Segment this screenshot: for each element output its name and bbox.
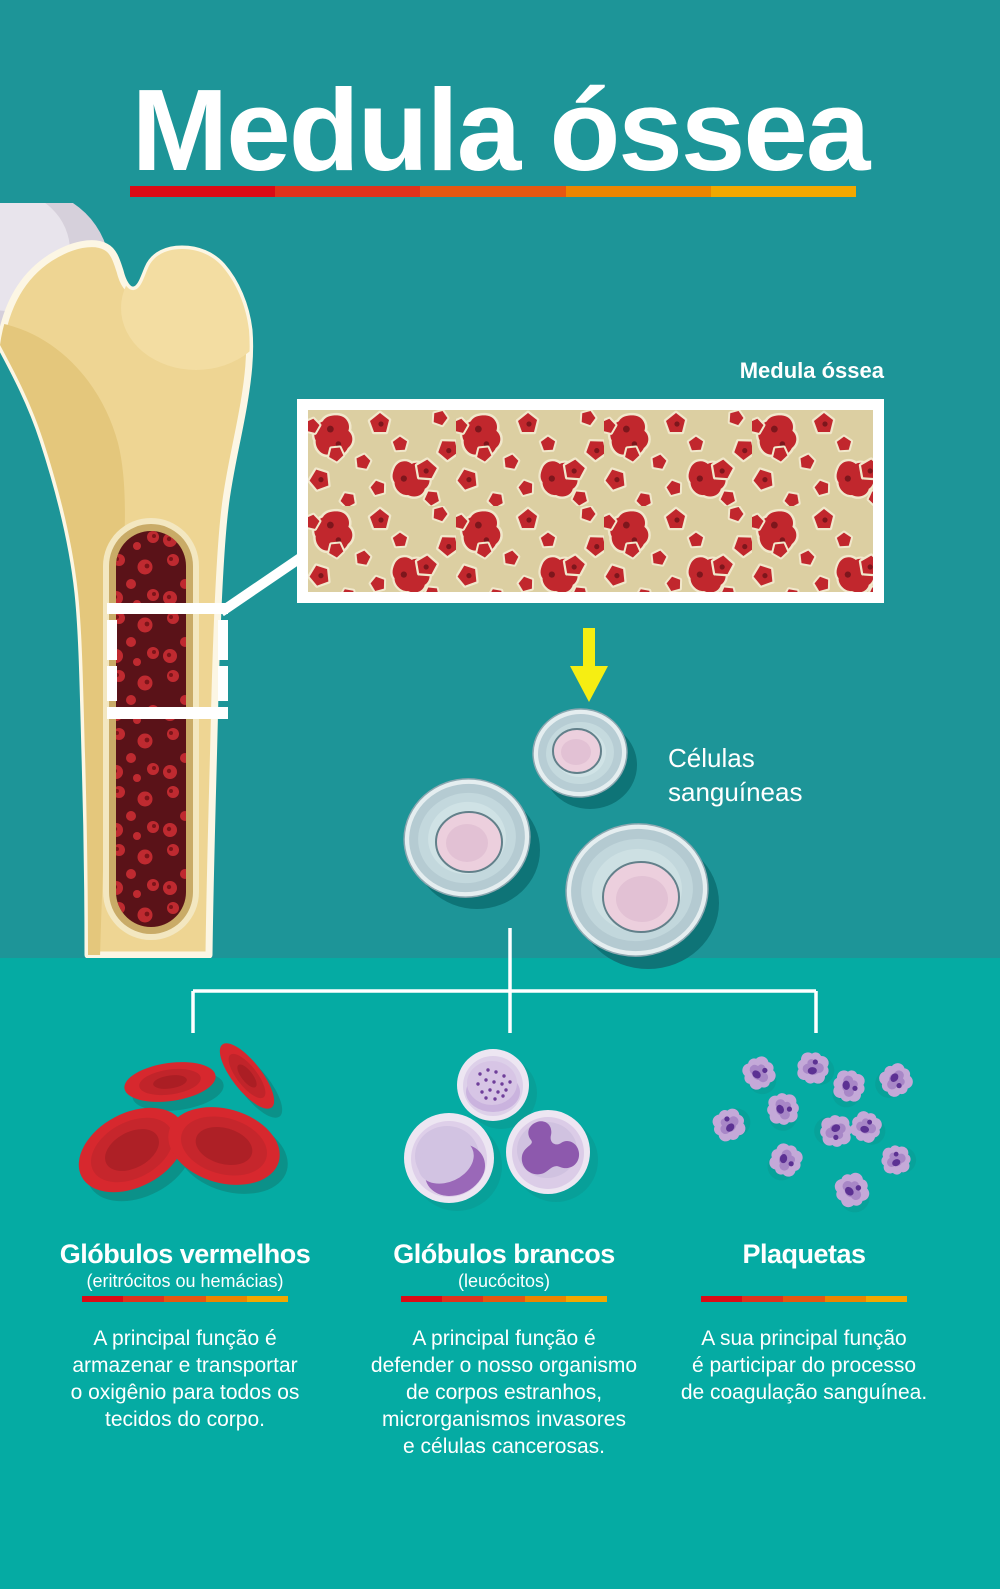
white-blood-cells-illustration xyxy=(404,1049,598,1211)
subheading-leucocitos: (leucócitos) xyxy=(457,1271,551,1291)
heading-globulos-vermelhos: Glóbulos vermelhos xyxy=(59,1239,311,1269)
marrow-texture xyxy=(308,410,873,592)
marrow-selection-marquee xyxy=(107,603,228,719)
title-accent-bar xyxy=(130,186,856,197)
femur-bone-illustration xyxy=(0,203,310,958)
red-cells-description: A principal função é armazenar e transpo… xyxy=(70,1327,300,1431)
marrow-panel-label: Medula óssea xyxy=(739,358,884,383)
platelets-description: A sua principal função é participar do p… xyxy=(680,1327,928,1404)
leukocyte-speckled xyxy=(457,1049,529,1121)
red-blood-cells-illustration xyxy=(78,1043,288,1202)
blood-cells-label: Células sanguíneas xyxy=(668,743,803,807)
platelets-accent-bar xyxy=(701,1296,907,1302)
subheading-eritrocitos: (eritrócitos ou hemácias) xyxy=(86,1271,284,1291)
heading-globulos-brancos: Glóbulos brancos xyxy=(393,1239,615,1269)
stem-cell-large xyxy=(565,823,709,957)
leukocyte-lobed xyxy=(506,1110,590,1194)
blood-cells-illustration xyxy=(403,708,719,969)
column-white-cells-heading: Glóbulos brancos (leucócitos) xyxy=(354,1238,654,1292)
zoom-connector-line xyxy=(218,547,310,617)
marrow-zoom-panel xyxy=(297,399,884,603)
branch-connector xyxy=(191,928,818,1033)
white-cells-accent-bar xyxy=(401,1296,607,1302)
heading-plaquetas: Plaquetas xyxy=(742,1239,866,1269)
red-cells-accent-bar xyxy=(82,1296,288,1302)
leukocyte-crescent xyxy=(404,1113,494,1203)
marrow-cavity xyxy=(103,518,199,940)
down-arrow-icon xyxy=(570,628,608,702)
column-red-cells-heading: Glóbulos vermelhos (eritrócitos ou hemác… xyxy=(35,1238,335,1292)
stem-cell-left xyxy=(403,778,531,898)
page-title: Medula óssea xyxy=(131,65,871,195)
platelets-illustration xyxy=(707,1045,922,1215)
stem-cell-small xyxy=(532,708,628,798)
white-cells-description: A principal função é defender o nosso or… xyxy=(370,1327,638,1458)
column-platelets-heading: Plaquetas xyxy=(654,1238,954,1292)
